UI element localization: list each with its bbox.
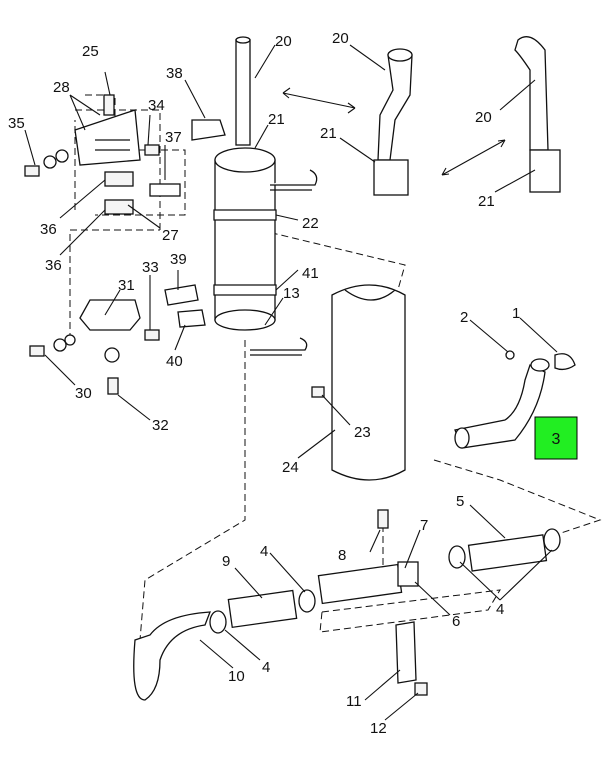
- bolt-34: [144, 144, 160, 156]
- bolt-33: [144, 329, 160, 341]
- pipe-9: [227, 589, 298, 629]
- assembly-dashed-lines: [69, 94, 602, 641]
- muffler-body: [214, 159, 276, 321]
- callout-5: 5: [456, 493, 464, 510]
- nut-2: [505, 350, 515, 360]
- bolt-35: [24, 165, 40, 177]
- callout-23: 23: [354, 424, 371, 441]
- callout-40: 40: [166, 353, 183, 370]
- callout-10: 10: [228, 668, 245, 685]
- tailpipe-10: [133, 611, 211, 701]
- spacer-36a: [104, 171, 134, 187]
- callout-24: 24: [282, 459, 299, 476]
- bolt-12: [414, 682, 428, 696]
- strap-37: [149, 183, 181, 197]
- pipe-5: [467, 534, 548, 572]
- bolt-30: [29, 345, 45, 357]
- bracket-11: [395, 621, 417, 684]
- clamp-4b: [298, 589, 316, 613]
- clamp-41: [213, 284, 277, 296]
- callout-31: 31: [118, 277, 135, 294]
- callout-8: 8: [338, 547, 346, 564]
- lower-exhaust-assembly: [133, 509, 561, 701]
- callout-41: 41: [302, 265, 319, 282]
- callout-6: 6: [452, 613, 460, 630]
- callout-4b: 4: [262, 659, 270, 676]
- ubolt-13: [250, 337, 308, 356]
- callout-4a: 4: [260, 543, 268, 560]
- clamp-1: [554, 353, 576, 371]
- callout-35: 35: [8, 115, 25, 132]
- callout-38: 38: [166, 65, 183, 82]
- callout-11: 11: [346, 693, 362, 710]
- callout-20b: 20: [332, 30, 349, 47]
- heat-shield-24: [311, 284, 406, 481]
- clamp-22: [213, 209, 277, 221]
- part-3-highlight[interactable]: [534, 416, 578, 460]
- callout-7: 7: [420, 517, 428, 534]
- callout-20c: 20: [475, 109, 492, 126]
- callout-37: 37: [165, 129, 182, 146]
- spacer-36b: [104, 199, 134, 215]
- callout-28: 28: [53, 79, 70, 96]
- clamp-4d: [543, 528, 561, 552]
- callout-1: 1: [512, 305, 520, 322]
- callout-labels: 25 28 34 35 37 36 36 27 31 33 39 40 30 3…: [8, 30, 520, 737]
- stack-elbow-20: [377, 54, 413, 161]
- clamp-6: [397, 561, 419, 587]
- stack-20: [235, 39, 251, 146]
- callout-34: 34: [148, 97, 165, 114]
- callout-4c: 4: [496, 601, 504, 618]
- callout-33: 33: [142, 259, 159, 276]
- callout-36a: 36: [40, 221, 57, 238]
- bracket-40: [177, 309, 206, 328]
- muffler-assembly: [164, 36, 318, 356]
- bolt-32: [107, 377, 119, 395]
- bracket-28: [74, 109, 141, 166]
- clamp-4a: [209, 610, 227, 634]
- coupler-21b: [529, 149, 561, 193]
- callout-21a: 21: [268, 111, 285, 128]
- callout-30: 30: [75, 385, 92, 402]
- callout-39: 39: [170, 251, 187, 268]
- bracket-31: [79, 299, 141, 331]
- callout-21c: 21: [478, 193, 495, 210]
- washer-30: [53, 338, 67, 352]
- bracket-39: [164, 284, 199, 306]
- stack-variants: [282, 36, 561, 196]
- pipe-center: [317, 563, 403, 605]
- part-3-label: 3: [552, 431, 561, 448]
- bracket-38: [191, 119, 226, 141]
- callout-36b: 36: [45, 257, 62, 274]
- elbow-pipe: [454, 364, 546, 449]
- leader-lines: [24, 44, 558, 721]
- callout-32: 32: [152, 417, 169, 434]
- callout-27: 27: [162, 227, 179, 244]
- bolt-8: [377, 509, 389, 529]
- callout-2: 2: [460, 309, 468, 326]
- ubolt-upper: [270, 169, 318, 191]
- callout-13: 13: [283, 285, 300, 302]
- callout-20a: 20: [275, 33, 292, 50]
- left-bracket-assembly: [24, 94, 181, 395]
- coupler-21: [373, 159, 409, 196]
- callout-22: 22: [302, 215, 319, 232]
- bolt-25: [103, 94, 115, 116]
- callout-9: 9: [222, 553, 230, 570]
- callout-12: 12: [370, 720, 387, 737]
- callout-25: 25: [82, 43, 99, 60]
- callout-21b: 21: [320, 125, 337, 142]
- bolt-23: [311, 386, 325, 398]
- elbow-pipe-assembly: 3: [454, 350, 578, 460]
